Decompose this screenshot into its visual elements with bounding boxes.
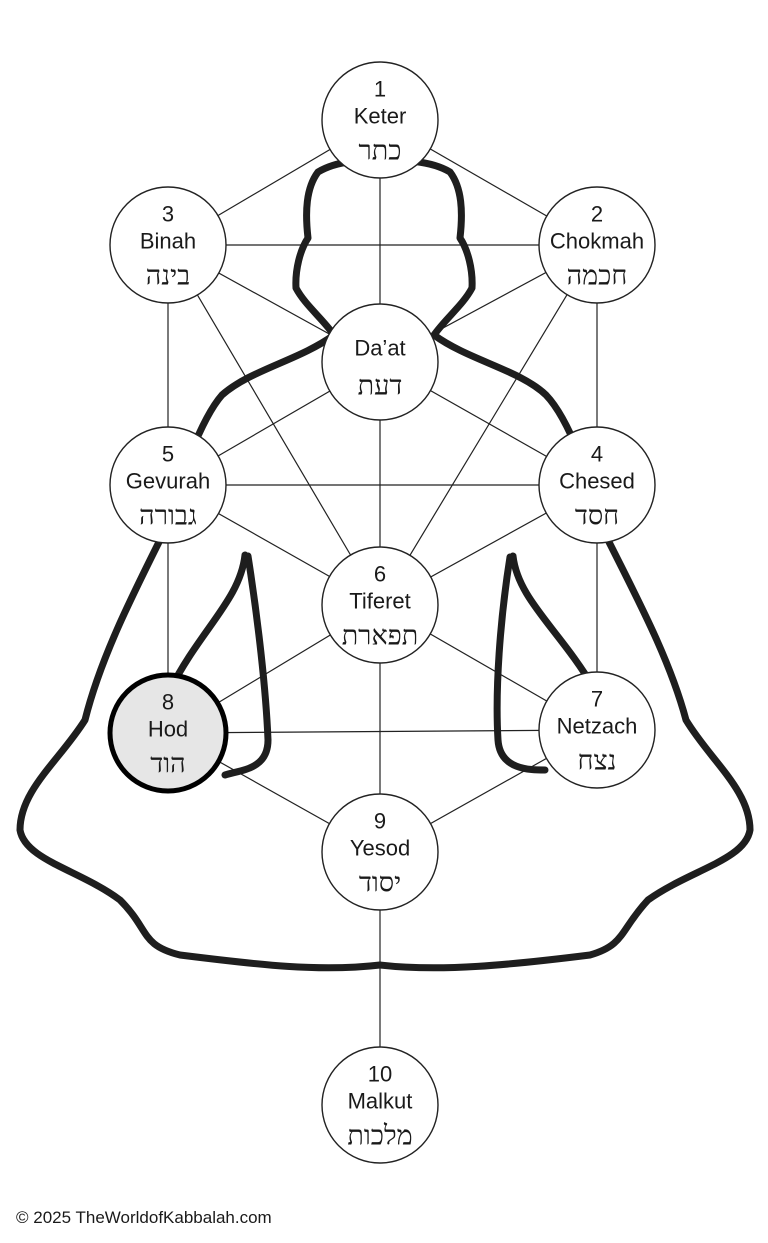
sefirah-hebrew: בינה [146, 261, 190, 292]
sefirah-hebrew: מלכות [347, 1121, 412, 1152]
sefirah-name: Hod [148, 717, 188, 742]
sefirah-circle [321, 546, 439, 664]
sefirah-name: Chesed [559, 469, 635, 494]
sefirah-number: 9 [374, 809, 386, 834]
path-hod-netzach [167, 729, 598, 734]
sefirah-hebrew: חכמה [567, 261, 628, 292]
sefirah-circle [321, 1046, 439, 1164]
sefirah-hebrew: הוד [150, 749, 185, 780]
sefirah-daat: Da’at דעת [321, 303, 439, 421]
sefirah-circle [321, 793, 439, 911]
sefirah-hebrew: דעת [358, 371, 403, 402]
sefirah-name: Gevurah [126, 469, 210, 494]
sefirah-number: 1 [374, 77, 386, 102]
sefirah-name: Tiferet [349, 589, 411, 614]
copyright-text: © 2025 TheWorldofKabbalah.com [16, 1208, 272, 1227]
sefirah-number: 7 [591, 687, 603, 712]
sefirah-number: 4 [591, 442, 603, 467]
path-chokmah-tiferet [379, 244, 598, 606]
sefirah-name: Yesod [350, 836, 410, 861]
sefirah-circle [538, 186, 656, 304]
seated-figure-silhouette [16, 156, 754, 972]
sefirah-circle [538, 671, 656, 789]
path-binah-tiferet [167, 244, 381, 606]
sefirah-circle [109, 186, 227, 304]
sefirah-name: Chokmah [550, 229, 644, 254]
sefirah-name: Keter [354, 104, 407, 129]
sefirah-hebrew: נצח [578, 746, 617, 777]
sefirah-circle [538, 426, 656, 544]
sefirah-number: 3 [162, 202, 174, 227]
right-arm-outline [493, 552, 599, 774]
sefirah-hebrew: חסד [575, 501, 619, 532]
sefirah-name: Da’at [354, 336, 405, 361]
sefirah-circle [107, 672, 229, 794]
sefirah-name: Binah [140, 229, 196, 254]
sefirah-circle [321, 61, 439, 179]
sefirah-number: 8 [162, 690, 174, 715]
sefirah-number: 2 [591, 202, 603, 227]
sefirah-hebrew: כתר [359, 136, 402, 167]
sefirah-number: 10 [368, 1062, 392, 1087]
sefirah-hebrew: יסוד [359, 868, 401, 899]
sefirah-hebrew: גבורה [139, 501, 197, 532]
sefirah-number: 5 [162, 442, 174, 467]
sefirah-circle [109, 426, 227, 544]
sefirah-number: 6 [374, 562, 386, 587]
sefirah-circle [321, 303, 439, 421]
sefirah-hebrew: תפארת [342, 621, 419, 652]
sefirah-name: Malkut [348, 1089, 413, 1114]
sefirah-name: Netzach [557, 714, 638, 739]
figure-outline [16, 156, 754, 972]
left-arm-outline [166, 551, 272, 779]
